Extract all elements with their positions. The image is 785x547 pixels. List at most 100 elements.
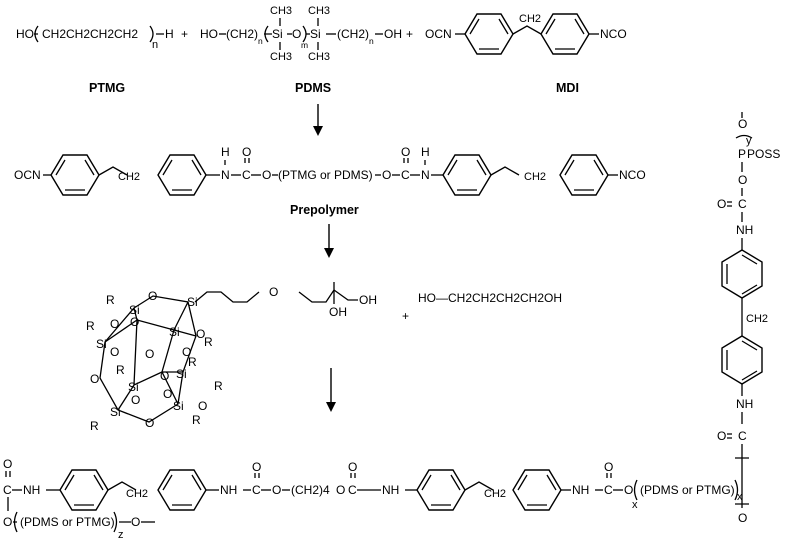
poss-o-6: O — [182, 345, 191, 359]
product-ch2-1: CH2 — [126, 488, 148, 500]
product-x-2: x — [737, 491, 743, 503]
product-p: P — [738, 147, 746, 161]
poss-si-1: Si — [129, 303, 140, 317]
pdms-structure: HO (CH2) n Si CH3 CH3 O m Si CH3 CH3 (CH… — [200, 5, 402, 63]
product-o-top: O — [3, 457, 12, 471]
prepolymer-o-1: O — [242, 145, 251, 159]
product-o-v5: O — [738, 511, 747, 525]
label-mdi: MDI — [556, 81, 579, 95]
poss-r-5: R — [188, 355, 197, 369]
product-ch2-v: CH2 — [746, 313, 768, 325]
product-o-4: O — [348, 460, 357, 474]
poss-si-4: Si — [169, 325, 180, 339]
poss-o-9: O — [160, 369, 169, 383]
product-o-1: O — [252, 460, 261, 474]
ptmg-h: H — [165, 27, 174, 41]
poss-o-7: O — [145, 347, 154, 361]
pdms-si-1: Si — [272, 27, 283, 41]
prepolymer-o-3: O — [382, 168, 391, 182]
product-nh-1: NH — [23, 483, 40, 497]
label-pdms: PDMS — [295, 81, 331, 95]
product-c-left: C — [3, 483, 12, 497]
prepolymer-n-1: N — [221, 168, 230, 182]
product-x-1: x — [632, 499, 638, 511]
poss-o-2: O — [110, 317, 119, 331]
mdi-nco: NCO — [600, 27, 627, 41]
poss-oh-2: OH — [329, 305, 347, 319]
poss-si-3: Si — [96, 337, 107, 351]
pdms-ch3-3: CH3 — [308, 5, 330, 17]
plus-sign-2: + — [406, 27, 413, 41]
poss-r-3: R — [204, 335, 213, 349]
prepolymer-o-2: O — [262, 168, 271, 182]
pdms-n-right: n — [369, 36, 374, 46]
poss-si-5: Si — [128, 380, 139, 394]
prepolymer-middle: (PTMG or PDMS) — [278, 168, 373, 182]
product-nh-v1: NH — [736, 223, 753, 237]
product-y: y — [746, 135, 752, 147]
poss-si-6: Si — [176, 367, 187, 381]
prepolymer-c-2: C — [401, 168, 410, 182]
prepolymer-ocn: OCN — [14, 168, 41, 182]
product-c-v1: C — [738, 197, 747, 211]
ptmg-unit: CH2CH2CH2CH2 — [42, 27, 138, 41]
poss-o-13: O — [145, 416, 154, 430]
butanediol: HO—CH2CH2CH2CH2OH — [418, 291, 562, 305]
prepolymer-h-2: H — [421, 145, 430, 159]
product-o-v2: O — [738, 173, 747, 187]
product-o-tail: O — [131, 515, 140, 529]
pdms-n-left: n — [258, 36, 263, 46]
product-nh-v2: NH — [736, 397, 753, 411]
pdms-ch3-1: CH3 — [270, 5, 292, 17]
poss-r-2: R — [86, 319, 95, 333]
ptmg-structure: HO CH2CH2CH2CH2 n H — [16, 25, 174, 51]
arrow-2 — [324, 224, 334, 258]
product-c-3: C — [604, 483, 613, 497]
poss-o-10: O — [131, 393, 140, 407]
product-o-2: O — [272, 483, 281, 497]
poss-oh-1: OH — [359, 293, 377, 307]
product-pdms-or-ptmg-1: (PDMS or PTMG) — [20, 515, 115, 529]
prepolymer-ch2-2: CH2 — [524, 171, 546, 183]
prepolymer-n-2: N — [421, 168, 430, 182]
pdms-ch3-2: CH3 — [270, 51, 292, 63]
label-prepolymer: Prepolymer — [290, 203, 359, 217]
prepolymer-structure: OCN CH2 N H C O O (PTMG or PDMS) O C O N… — [14, 145, 646, 196]
product-nh-3: NH — [382, 483, 399, 497]
arrow-3 — [326, 368, 336, 412]
product-c-1: C — [252, 483, 261, 497]
pdms-ch2-left: (CH2) — [226, 27, 258, 41]
poss-r-1: R — [106, 293, 115, 307]
plus-sign-3: + — [402, 309, 409, 323]
prepolymer-ch2-1: CH2 — [118, 171, 140, 183]
product-o-v4: O — [717, 429, 726, 443]
prepolymer-c-1: C — [242, 168, 251, 182]
poss-o-3: O — [130, 315, 139, 329]
pdms-o: O — [292, 27, 301, 41]
pdms-ho: HO — [200, 27, 218, 41]
product-o-v1: O — [738, 117, 747, 131]
poss-o-4: O — [196, 327, 205, 341]
product-o-v3: O — [717, 197, 726, 211]
poss-r-7: R — [90, 419, 99, 433]
pdms-oh: OH — [384, 27, 402, 41]
poss-r-8: R — [192, 413, 201, 427]
product-c-2: C — [348, 483, 357, 497]
poss-si-2: Si — [187, 295, 198, 309]
poss-o-11: O — [163, 387, 172, 401]
poss-si-7: Si — [110, 405, 121, 419]
product-nh-4: NH — [572, 483, 589, 497]
pdms-m: m — [301, 40, 308, 50]
label-ptmg: PTMG — [89, 81, 125, 95]
prepolymer-o-4: O — [401, 145, 410, 159]
product-poss: POSS — [747, 147, 780, 161]
product-o-6: O — [624, 483, 633, 497]
product-nh-2: NH — [220, 483, 237, 497]
prepolymer-nco: NCO — [619, 168, 646, 182]
ptmg-n: n — [152, 39, 158, 51]
mdi-ocn: OCN — [425, 27, 452, 41]
pdms-ch3-4: CH3 — [308, 51, 330, 63]
poss-o-8: O — [90, 372, 99, 386]
mdi-structure: OCN CH2 NCO — [425, 13, 627, 55]
